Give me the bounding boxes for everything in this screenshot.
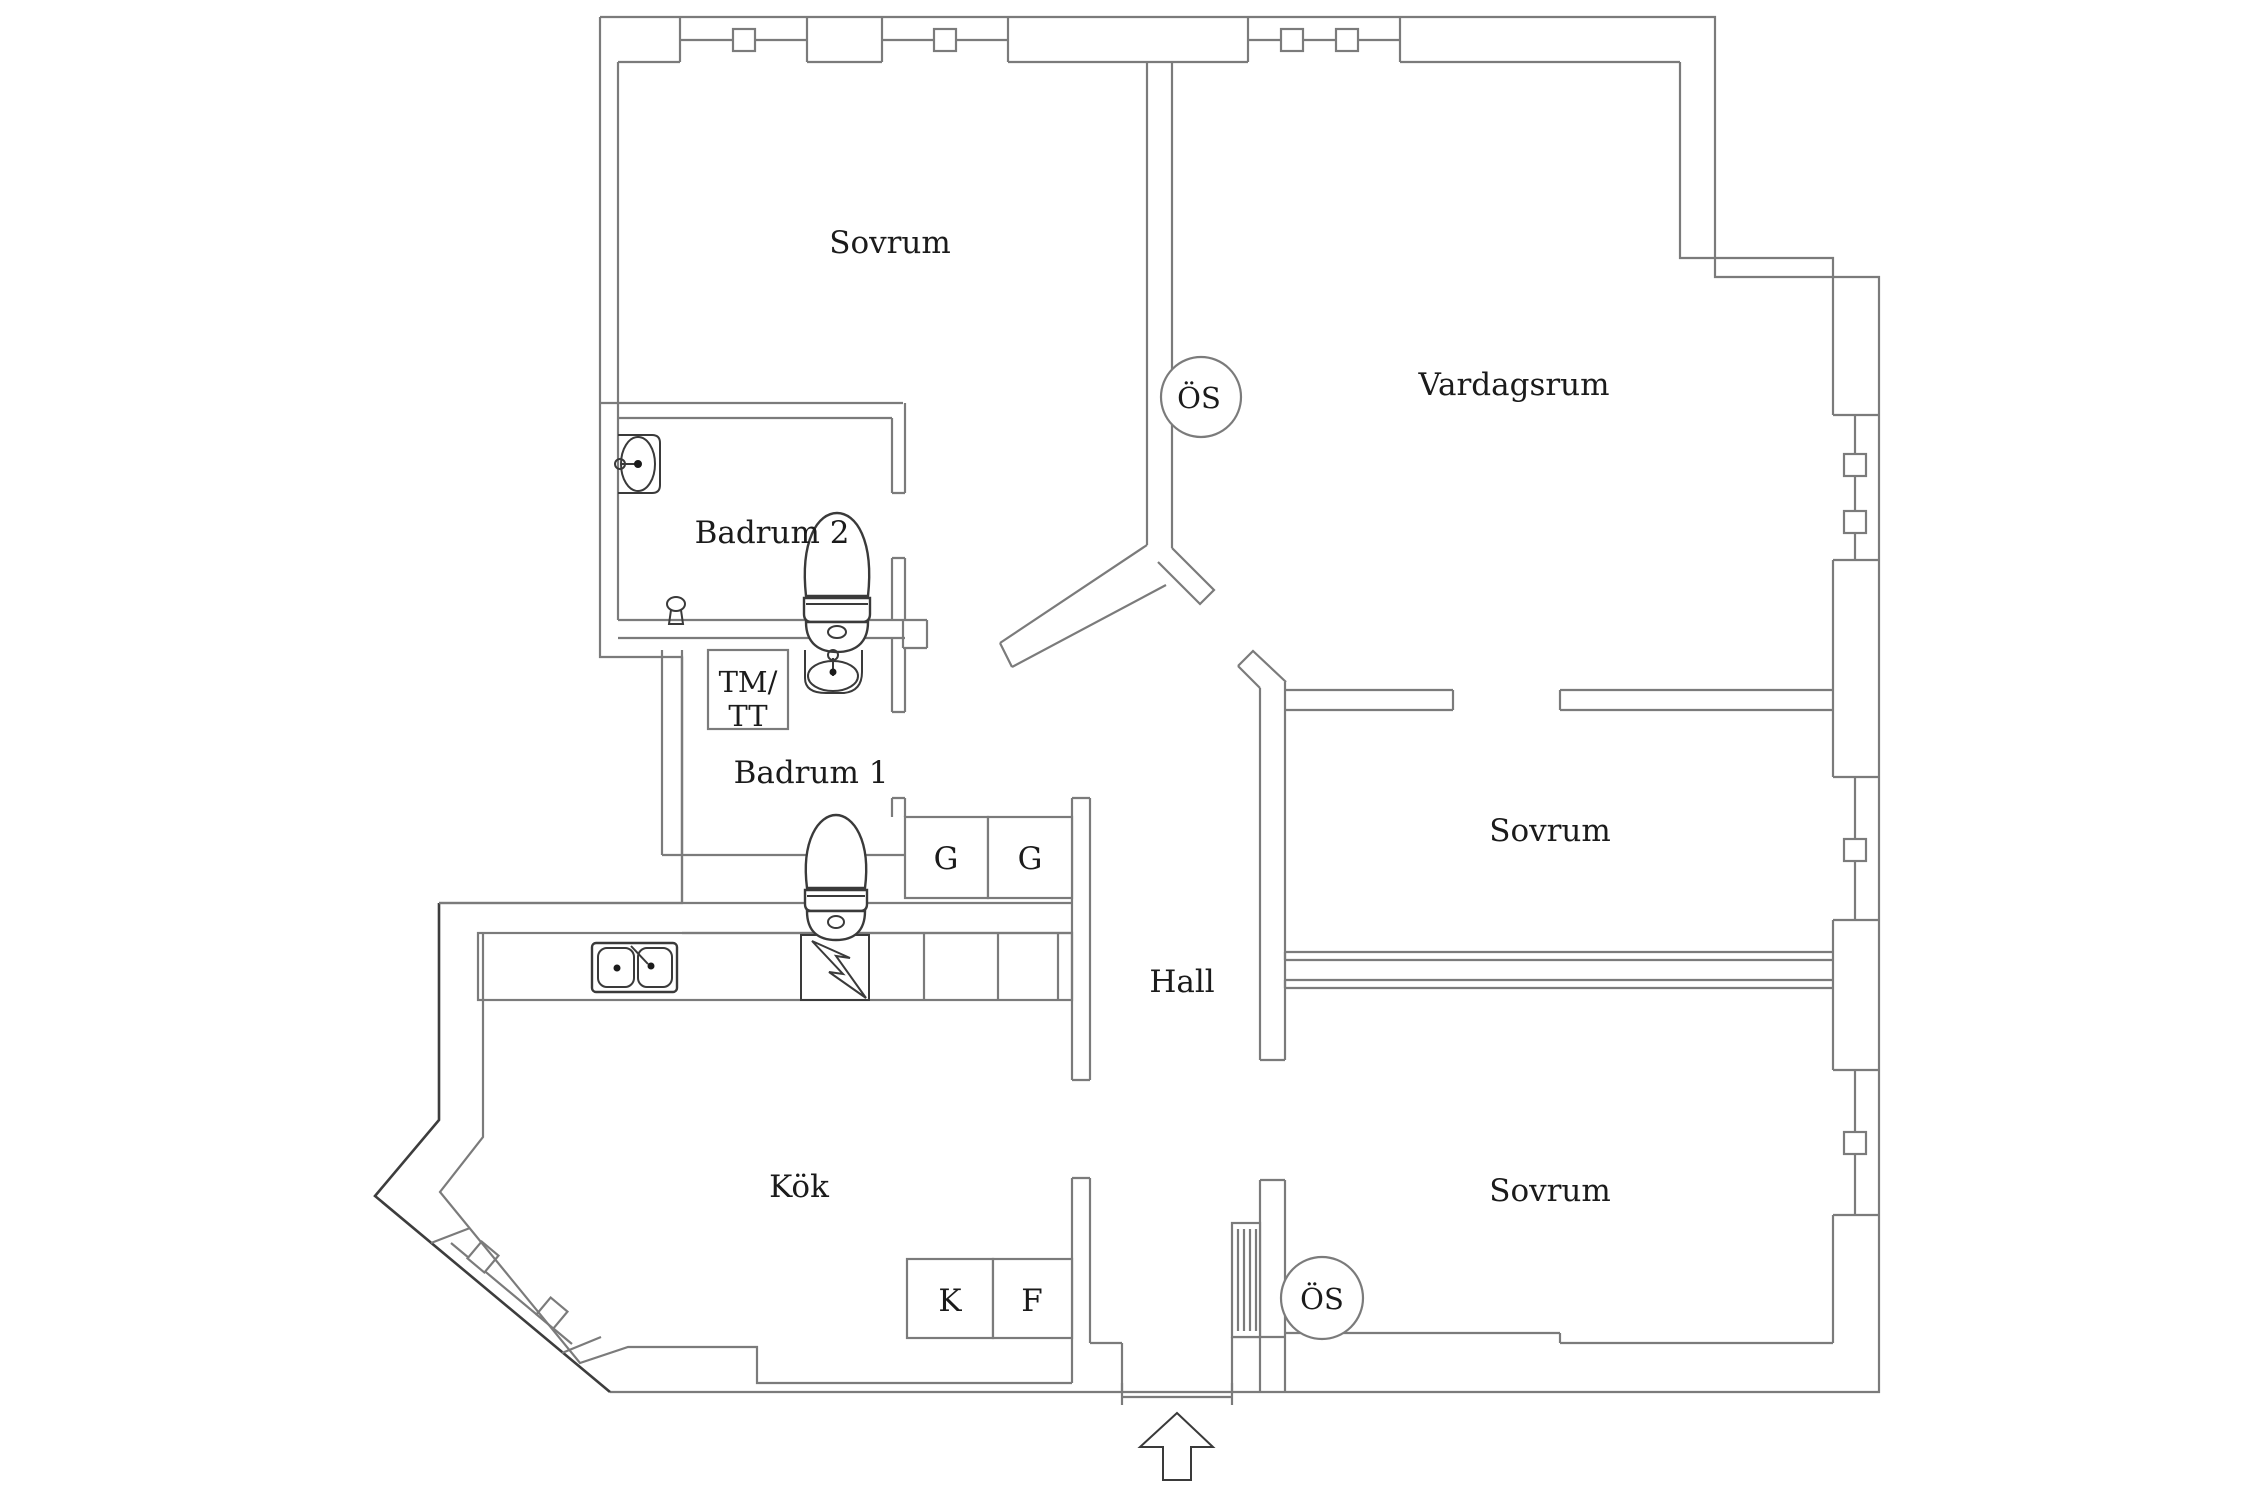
room-label-sovrum-mid: Sovrum <box>1489 813 1611 849</box>
kitchen-counter <box>476 931 1074 1002</box>
room-label-kok: Kök <box>769 1169 829 1205</box>
window-icon <box>880 17 1010 62</box>
window-icon <box>678 17 809 62</box>
vent-circle-bottom: ÖS <box>1279 1255 1365 1341</box>
vent-top-label: ÖS <box>1177 380 1221 415</box>
room-label-badrum1: Badrum 1 <box>734 755 889 791</box>
window-icon <box>430 1226 602 1355</box>
floor-drain-icon <box>666 596 686 625</box>
tm-tt-closet: TM/ TT <box>706 648 790 733</box>
interior-walls <box>438 62 1833 1405</box>
vent-circle-top: ÖS <box>1159 355 1243 439</box>
freezer-box-f: F <box>991 1257 1074 1340</box>
wardrobe-g2: G <box>986 815 1074 900</box>
radiator-icon <box>1230 1221 1262 1339</box>
tm-tt-label-line1: TM/ <box>719 665 778 699</box>
wardrobe-g2-label: G <box>1018 841 1043 877</box>
room-labels: Sovrum Vardagsrum Badrum 2 Badrum 1 Hall… <box>695 225 1611 1209</box>
sink-icon <box>614 434 661 494</box>
wardrobe-g1-label: G <box>934 841 959 877</box>
room-label-hall: Hall <box>1149 964 1214 1000</box>
room-label-sovrum-top: Sovrum <box>829 225 951 261</box>
window-icon <box>1833 1068 1879 1217</box>
fridge-k-label: K <box>938 1283 962 1319</box>
bathroom-fixtures <box>614 434 872 942</box>
tm-tt-label-line2: TT <box>728 699 768 733</box>
toilet-icon <box>803 813 869 942</box>
stove-icon <box>800 934 870 1001</box>
entrance-arrow-icon <box>1137 1411 1216 1481</box>
window-icon <box>1833 775 1879 922</box>
window-icon <box>1833 413 1879 562</box>
windows <box>430 17 1879 1355</box>
room-label-badrum2: Badrum 2 <box>695 515 850 551</box>
closet-boxes: TM/ TT G G K F <box>706 648 1074 1340</box>
wardrobe-g1: G <box>903 815 990 900</box>
freezer-f-label: F <box>1021 1283 1043 1319</box>
exterior-walls <box>373 15 1881 1394</box>
room-label-sovrum-bottom: Sovrum <box>1489 1173 1611 1209</box>
toilet-icon <box>802 511 872 654</box>
kitchen-sink-icon <box>590 941 679 994</box>
room-label-vardagsrum: Vardagsrum <box>1417 367 1609 403</box>
fridge-box-k: K <box>905 1257 995 1340</box>
sink-icon <box>804 649 863 694</box>
vent-bottom-label: ÖS <box>1300 1281 1344 1316</box>
window-icon <box>1246 17 1402 62</box>
